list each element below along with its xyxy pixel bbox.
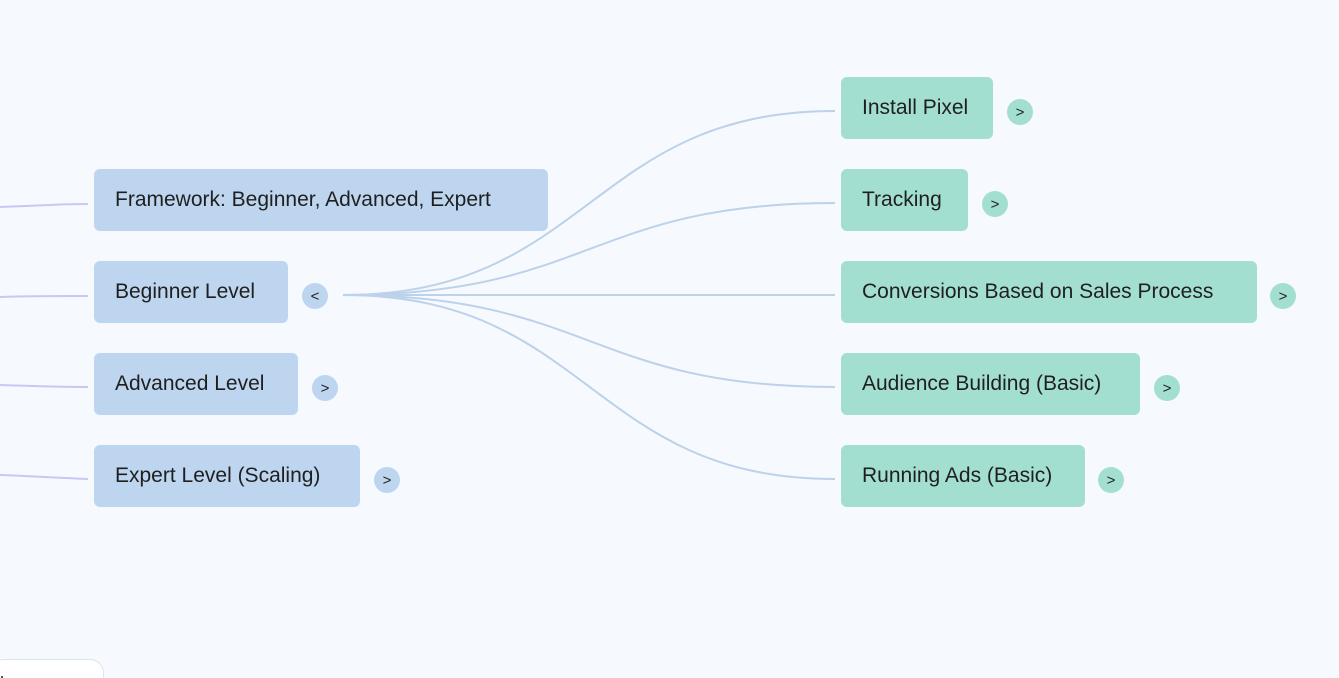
- node-label: Beginner Level: [115, 280, 256, 303]
- expand-toggle-running-ads[interactable]: >: [1098, 467, 1124, 493]
- chevron-right-icon: >: [990, 195, 1000, 213]
- node-label: Advanced Level: [115, 372, 265, 395]
- collapse-toggle-beginner[interactable]: <: [302, 283, 328, 309]
- chevron-right-icon: >: [1015, 103, 1025, 121]
- chevron-right-icon: >: [382, 471, 392, 489]
- chevron-right-icon: >: [320, 379, 330, 397]
- node-running-ads[interactable]: Running Ads (Basic): [841, 445, 1085, 507]
- link-to-advanced: [0, 384, 89, 388]
- link-to-tracking: [342, 202, 836, 296]
- chevron-right-icon: >: [1106, 471, 1116, 489]
- link-to-beginner: [0, 295, 89, 298]
- link-to-expert: [0, 474, 89, 480]
- chevron-right-icon: >: [1162, 379, 1172, 397]
- zoom-control-panel[interactable]: [0, 659, 104, 678]
- node-label: Framework: Beginner, Advanced, Expert: [115, 188, 491, 211]
- link-to-install-pixel: [342, 110, 836, 296]
- node-audience-building[interactable]: Audience Building (Basic): [841, 353, 1140, 415]
- node-expert-level[interactable]: Expert Level (Scaling): [94, 445, 360, 507]
- expand-toggle-audience-building[interactable]: >: [1154, 375, 1180, 401]
- node-advanced-level[interactable]: Advanced Level: [94, 353, 298, 415]
- node-label: Audience Building (Basic): [862, 372, 1102, 395]
- link-to-framework: [0, 203, 89, 208]
- link-to-running-ads: [342, 294, 836, 480]
- expand-toggle-expert[interactable]: >: [374, 467, 400, 493]
- node-label: Install Pixel: [862, 96, 969, 119]
- expand-toggle-install-pixel[interactable]: >: [1007, 99, 1033, 125]
- node-conversions[interactable]: Conversions Based on Sales Process: [841, 261, 1257, 323]
- link-to-audience: [342, 294, 836, 388]
- expand-toggle-tracking[interactable]: >: [982, 191, 1008, 217]
- expand-toggle-conversions[interactable]: >: [1270, 283, 1296, 309]
- node-label: Tracking: [862, 188, 942, 211]
- node-tracking[interactable]: Tracking: [841, 169, 968, 231]
- node-label: Running Ads (Basic): [862, 464, 1053, 487]
- expand-toggle-advanced[interactable]: >: [312, 375, 338, 401]
- node-install-pixel[interactable]: Install Pixel: [841, 77, 993, 139]
- node-beginner-level[interactable]: Beginner Level: [94, 261, 288, 323]
- chevron-left-icon: <: [310, 287, 320, 305]
- node-label: Conversions Based on Sales Process: [862, 280, 1214, 303]
- node-framework[interactable]: Framework: Beginner, Advanced, Expert: [94, 169, 548, 231]
- chevron-right-icon: >: [1278, 287, 1288, 305]
- node-label: Expert Level (Scaling): [115, 464, 321, 487]
- corner-dot-icon: [1, 676, 3, 678]
